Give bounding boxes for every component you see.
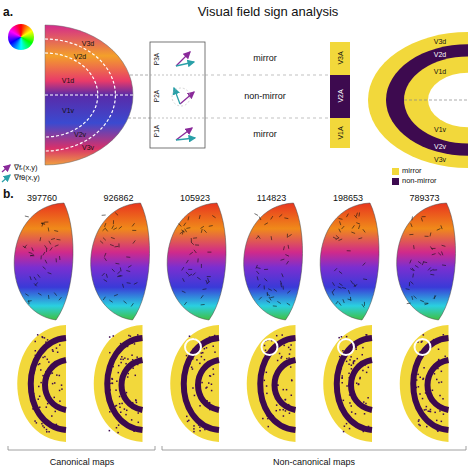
axis-label: P2A — [154, 90, 161, 102]
subject-id: 789373 — [409, 194, 439, 203]
area-label: V1d — [62, 77, 74, 84]
area-label: V2d — [74, 53, 86, 60]
area-label: V3d — [82, 40, 94, 47]
axis-label: P3A — [154, 53, 161, 65]
legend-text: mirror — [402, 167, 422, 175]
legend-text: ∇fθ(x,y) — [14, 174, 40, 182]
group-caption: Non-canonical maps — [273, 458, 355, 467]
sign-label: non-mirror — [244, 92, 286, 101]
subject-id: 397760 — [27, 194, 57, 203]
panel-letter: b. — [3, 188, 14, 200]
subject-id: 198653 — [333, 194, 363, 203]
sign-label: mirror — [253, 130, 277, 139]
area-label: V3v — [82, 144, 94, 151]
sign-label: mirror — [253, 54, 277, 63]
area-label: V1v — [434, 126, 446, 133]
group-caption: Canonical maps — [50, 458, 115, 467]
legend-text: ∇fᵣ(x,y) — [14, 164, 37, 172]
legend-swatch — [392, 178, 399, 185]
area-label: V1d — [434, 68, 446, 75]
axis-label: P1A — [154, 125, 161, 137]
subject-id: 926862 — [103, 194, 133, 203]
subject-id: 105923 — [180, 194, 210, 203]
figure-title: Visual field sign analysis — [198, 5, 339, 18]
area-label: V3d — [434, 38, 446, 45]
strip-label: V1A — [337, 126, 344, 139]
color-wheel — [8, 24, 34, 50]
area-label: V2v — [434, 143, 446, 150]
panel-letter: a. — [3, 6, 13, 18]
legend-swatch — [392, 168, 399, 175]
subject-id: 114823 — [257, 194, 286, 203]
strip-label: V2A — [337, 89, 344, 102]
area-label: V3v — [434, 156, 446, 163]
strip-label: V3A — [337, 51, 344, 64]
area-label: V2d — [434, 51, 446, 58]
area-label: V2v — [74, 131, 86, 138]
legend-text: non-mirror — [402, 177, 437, 185]
area-label: V1v — [62, 107, 74, 114]
